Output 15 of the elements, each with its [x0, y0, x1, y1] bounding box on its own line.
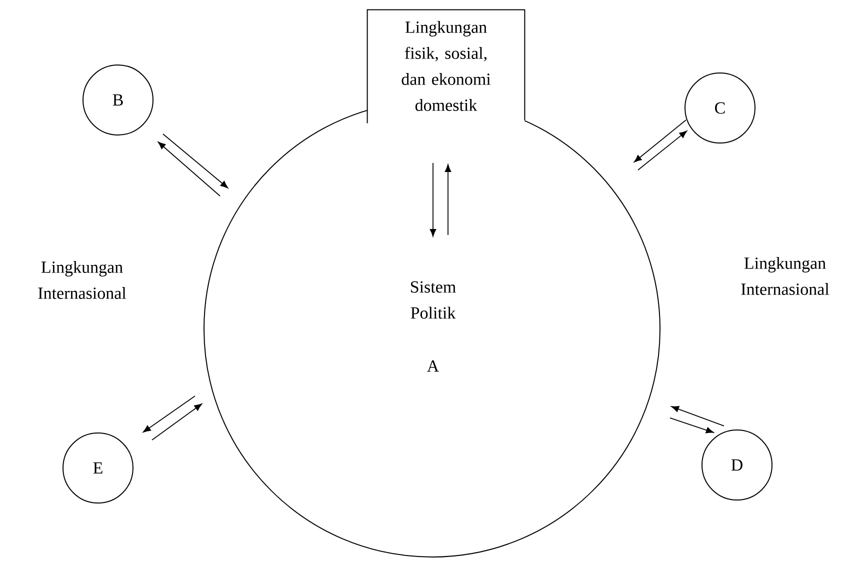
arrow: [444, 164, 452, 236]
region-label: Lingkungan Internasional: [741, 257, 830, 295]
arrow: [430, 162, 436, 237]
domestic-box: Lingkungan fisik, sosial, dan ekonomi domestik: [366, 9, 526, 124]
arrow: [671, 406, 724, 426]
arrow: [634, 120, 686, 162]
arrow: [158, 142, 220, 196]
region-label: Lingkungan Internasional: [38, 261, 126, 299]
arrow: [162, 134, 228, 188]
arrow: [143, 396, 196, 432]
node-label: Lingkungan fisik, sosial, dan ekonomi domestik: [402, 21, 491, 111]
arrow: [670, 418, 714, 434]
arrow: [638, 130, 688, 170]
system-label: Sistem Politik: [410, 281, 456, 319]
arrow: [152, 404, 202, 440]
